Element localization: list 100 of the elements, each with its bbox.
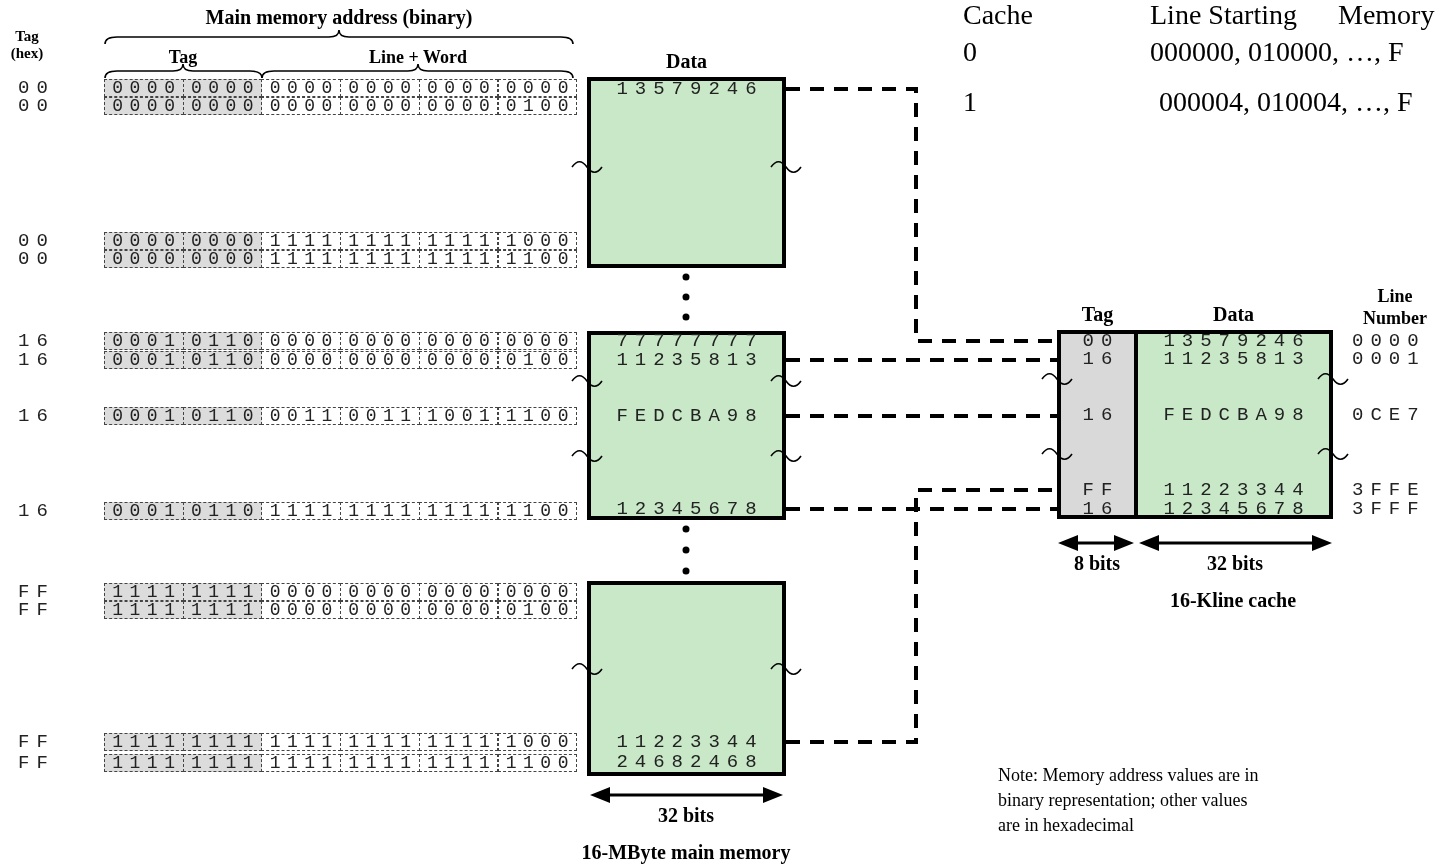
address-bits: 0000 — [104, 79, 184, 97]
address-bits: 0000 — [104, 97, 184, 115]
address-bits: 1111 — [418, 250, 499, 268]
line-number: 0000 — [1352, 332, 1426, 350]
address-bits: 1111 — [261, 754, 342, 772]
address-bits: 1111 — [261, 232, 342, 250]
dimension-label: 32 bits — [1206, 551, 1264, 575]
column-heading: Data — [1212, 302, 1255, 326]
data-word: 24682468 — [587, 753, 786, 771]
column-heading: Line Number — [1362, 285, 1428, 329]
address-bits: 1100 — [497, 502, 578, 520]
address-bits: 1111 — [261, 502, 342, 520]
address-bits: 0000 — [418, 601, 499, 619]
address-bits: 1111 — [261, 733, 342, 751]
data-word: 77777777 — [587, 332, 786, 350]
connector — [786, 358, 1057, 362]
address-bits: 1111 — [340, 754, 420, 772]
address-bits: 0100 — [497, 97, 578, 115]
tag-value: 00 — [18, 97, 55, 115]
address-bits: 0011 — [340, 407, 420, 425]
address-bits: 0000 — [182, 232, 263, 250]
data-word: 11235813 — [587, 351, 786, 369]
table-heading: Memory — [1338, 0, 1435, 30]
address-bits: 0100 — [497, 351, 578, 369]
address-bits: 0000 — [497, 79, 578, 97]
heading: Main memory address (binary) — [205, 6, 473, 28]
address-bits: 0001 — [104, 502, 184, 520]
address-bits: 0000 — [182, 97, 263, 115]
address-bits: 1111 — [104, 601, 184, 619]
address-bits: 0000 — [261, 97, 342, 115]
tag-value: 00 — [18, 232, 55, 250]
address-bits: 0110 — [182, 407, 263, 425]
address-bits: 1111 — [340, 733, 420, 751]
address-bits: 0000 — [340, 97, 420, 115]
address-bits: 1111 — [418, 733, 499, 751]
tag-value: 16 — [18, 332, 55, 350]
tag-value: FF — [18, 754, 55, 772]
field-heading: Tag — [168, 46, 198, 68]
tag-value: 16 — [18, 502, 55, 520]
address-bits: 1111 — [182, 754, 263, 772]
column-heading: Tag — [1081, 302, 1114, 326]
address-bits: 0000 — [261, 332, 342, 350]
address-bits: 0000 — [182, 250, 263, 268]
address-bits: 1111 — [418, 502, 499, 520]
tag-value: 16 — [18, 351, 55, 369]
address-bits: 1111 — [340, 250, 420, 268]
address-bits: 0001 — [104, 407, 184, 425]
connector — [786, 507, 1057, 511]
line-number: 0CE7 — [1352, 406, 1426, 424]
address-bits: 1111 — [182, 733, 263, 751]
address-bits: 1111 — [340, 502, 420, 520]
address-bits: 0000 — [261, 79, 342, 97]
table-heading: Line Starting — [1150, 0, 1297, 30]
address-bits: 1001 — [418, 407, 499, 425]
address-bits: 0000 — [418, 97, 499, 115]
table-heading: Cache — [963, 0, 1033, 30]
address-bits: 1111 — [182, 601, 263, 619]
address-bits: 0000 — [261, 601, 342, 619]
data-word: FEDCBA98 — [587, 407, 786, 425]
address-bits: 0000 — [261, 351, 342, 369]
data-word: 13579246 — [587, 80, 786, 98]
address-bits: 1000 — [497, 232, 578, 250]
address-bits: 1111 — [182, 583, 263, 601]
tag-value: FF — [18, 583, 55, 601]
line-number: 3FFE — [1352, 481, 1426, 499]
tag-value: 16 — [18, 407, 55, 425]
column-heading: Data — [665, 49, 708, 73]
address-bits: 0110 — [182, 351, 263, 369]
field-heading: Line + Word — [369, 46, 467, 68]
address-bits: 0000 — [182, 79, 263, 97]
address-bits: 1111 — [261, 250, 342, 268]
address-bits: 0000 — [261, 583, 342, 601]
address-bits: 1100 — [497, 407, 578, 425]
table-cell: 0 — [963, 37, 977, 67]
address-bits: 0001 — [104, 332, 184, 350]
address-bits: 1111 — [418, 754, 499, 772]
table-cell: 000004, 010004, …, F — [1159, 87, 1413, 117]
address-bits: 0000 — [418, 332, 499, 350]
dimension-label: 8 bits — [1073, 551, 1121, 575]
address-bits: 1100 — [497, 754, 578, 772]
address-bits: 1100 — [497, 250, 578, 268]
address-bits: 1111 — [104, 583, 184, 601]
address-bits: 0011 — [261, 407, 342, 425]
address-bits: 0000 — [418, 583, 499, 601]
tag-value: FF — [18, 733, 55, 751]
address-bits: 0000 — [497, 332, 578, 350]
note: Note: Memory address values are in binary representation; other values are in hexadecimal — [998, 764, 1260, 837]
data-word: 11223344 — [587, 733, 786, 751]
address-bits: 0000 — [340, 351, 420, 369]
tag-value: FF — [18, 601, 55, 619]
address-bits: 0000 — [418, 351, 499, 369]
tag-value: 00 — [18, 79, 55, 97]
address-bits: 0110 — [182, 502, 263, 520]
address-bits: 1111 — [418, 232, 499, 250]
column-heading: Tag (hex) — [9, 28, 45, 62]
address-bits: 0000 — [104, 232, 184, 250]
address-bits: 0110 — [182, 332, 263, 350]
connector — [786, 414, 1057, 418]
caption: 16-MByte main memory — [581, 840, 791, 864]
dimension-label: 32 bits — [657, 803, 715, 827]
